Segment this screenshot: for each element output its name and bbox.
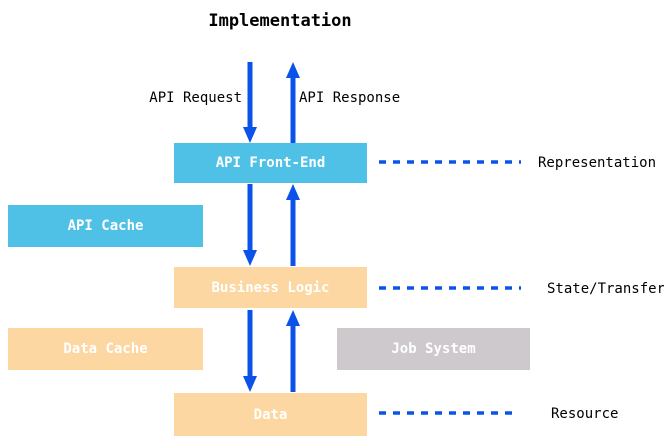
box-data-cache: Data Cache (8, 328, 203, 370)
box-api-cache: API Cache (8, 205, 203, 247)
frontend-to-logic-down-arrow-icon (243, 184, 257, 266)
box-data-cache-label: Data Cache (63, 341, 148, 357)
api-request-label: API Request (149, 90, 242, 106)
box-data-label: Data (253, 406, 288, 423)
data-to-logic-up-arrow-icon (286, 310, 300, 392)
representation-layer-label: Representation (538, 155, 657, 171)
resource-layer-label: Resource (551, 406, 619, 422)
box-job-system: Job System (337, 328, 530, 370)
box-business-logic-label: Business Logic (211, 279, 330, 296)
state-transfer-layer-label: State/Transfer (547, 281, 664, 297)
logic-to-frontend-up-arrow-icon (286, 184, 300, 266)
box-api-cache-label: API Cache (67, 218, 144, 234)
diagram-title: Implementation (208, 11, 352, 31)
box-data: Data (174, 393, 367, 436)
box-api-front-end-label: API Front-End (215, 155, 326, 171)
api-request-down-arrow-icon (243, 62, 257, 143)
api-response-up-arrow-icon (286, 62, 300, 143)
box-business-logic: Business Logic (174, 267, 367, 308)
logic-to-data-down-arrow-icon (243, 310, 257, 392)
api-response-label: API Response (299, 90, 401, 106)
box-api-front-end: API Front-End (174, 143, 367, 183)
box-job-system-label: Job System (391, 341, 476, 357)
